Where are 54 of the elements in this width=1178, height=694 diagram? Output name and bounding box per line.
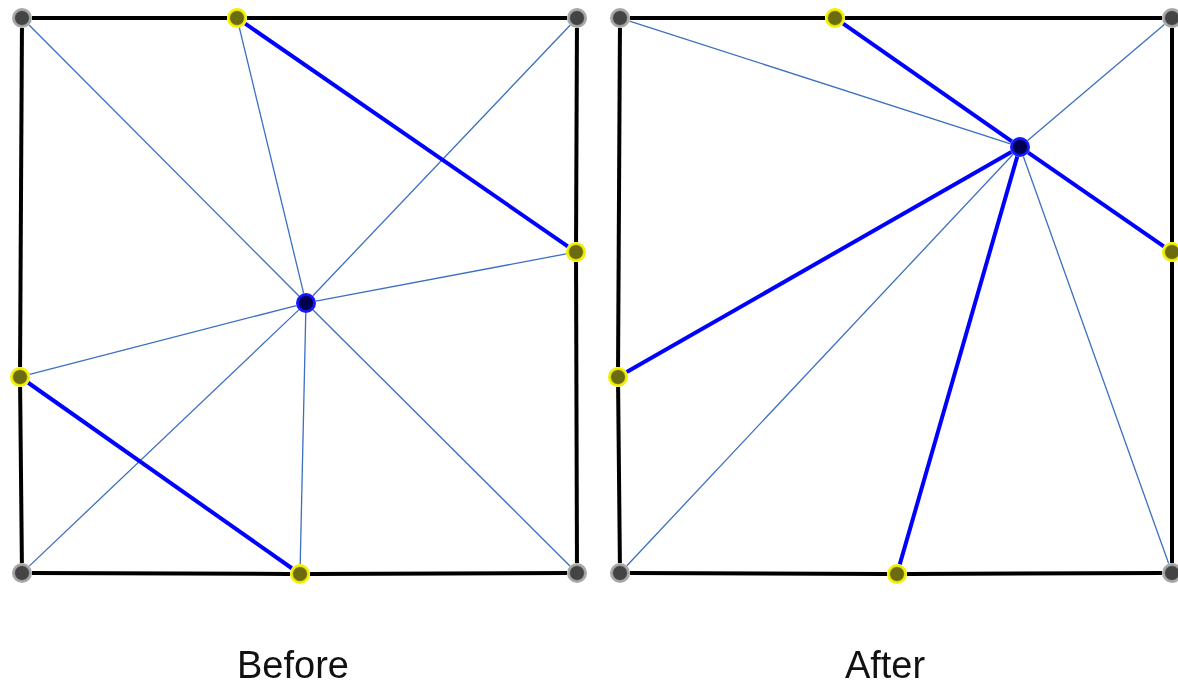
mesh-edge <box>315 253 567 302</box>
mesh-edge <box>1170 262 1174 563</box>
mesh-edge <box>18 28 24 367</box>
mesh-vertex <box>290 564 310 584</box>
mesh-edge <box>630 571 887 576</box>
mesh-edge <box>28 309 300 567</box>
mesh-edge <box>18 386 24 564</box>
mesh-edge <box>907 571 1162 576</box>
mesh-edge <box>630 16 825 20</box>
mesh-vertex <box>1010 137 1030 157</box>
mesh-edge <box>897 156 1020 565</box>
panel-label: After <box>843 644 927 687</box>
mesh-edge <box>27 381 293 570</box>
mesh-edge <box>574 262 579 563</box>
mesh-vertex <box>825 8 845 28</box>
mesh-edge <box>1170 28 1174 242</box>
mesh-vertex <box>296 293 316 313</box>
mesh-vertex <box>12 8 32 28</box>
mesh-edge <box>842 22 1013 143</box>
mesh-vertex <box>567 563 587 583</box>
mesh-edge <box>244 22 569 248</box>
mesh-edge <box>1027 151 1165 248</box>
panel-label: Before <box>236 644 350 687</box>
mesh-edge <box>247 16 567 20</box>
mesh-edge <box>28 24 300 297</box>
mesh-edge <box>29 304 297 376</box>
mesh-edge <box>312 24 571 297</box>
mesh-edge <box>299 312 307 565</box>
mesh-edge <box>1022 155 1170 565</box>
mesh-edge <box>310 571 567 576</box>
mesh-edge <box>616 386 622 564</box>
mesh-vertex <box>227 8 247 28</box>
mesh-vertex <box>566 242 586 262</box>
mesh-edge <box>32 16 227 20</box>
mesh-edge <box>626 153 1014 567</box>
mesh-vertex <box>10 367 30 387</box>
mesh-vertex <box>1162 242 1178 262</box>
mesh-edge <box>625 150 1013 374</box>
mesh-edge <box>238 27 305 294</box>
mesh-vertex <box>1162 8 1178 28</box>
mesh-vertex <box>610 563 630 583</box>
mesh-vertex <box>887 564 907 584</box>
mesh-vertex <box>610 8 630 28</box>
mesh-vertex <box>12 563 32 583</box>
mesh-edge <box>628 20 1012 145</box>
mesh-edge <box>845 16 1162 20</box>
mesh-vertex <box>608 367 628 387</box>
mesh-edge <box>574 28 579 242</box>
mesh-edge <box>1026 23 1166 142</box>
mesh-vertex <box>567 8 587 28</box>
mesh-edge <box>616 28 622 367</box>
mesh-vertex <box>1162 563 1178 583</box>
mesh-edge <box>32 571 290 576</box>
mesh-edge <box>312 309 571 567</box>
